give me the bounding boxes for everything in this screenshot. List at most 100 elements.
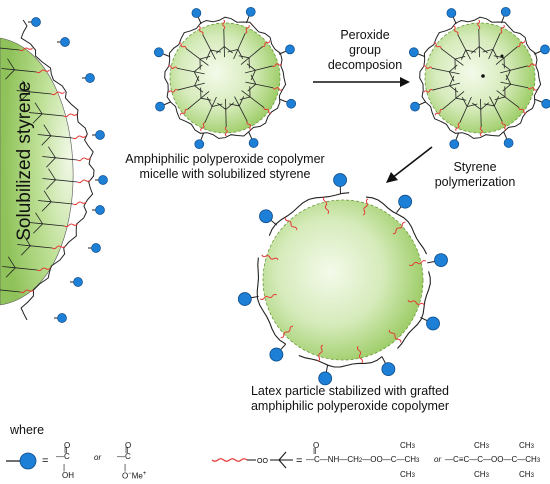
- legend-or-1: or: [94, 453, 102, 462]
- alkyne-c4: C: [511, 455, 518, 464]
- alkyne-ch3-c: CH: [474, 470, 486, 479]
- peroxide-link: [422, 65, 433, 69]
- amide-ch3-mid: CH: [404, 455, 417, 464]
- hydrophilic-head: [285, 44, 295, 55]
- peroxide-link: [36, 69, 50, 74]
- amide-sub2: 2: [358, 458, 363, 464]
- peroxide-link: [527, 87, 538, 91]
- grafted-chain: [365, 196, 428, 255]
- peroxide-link: [179, 108, 188, 116]
- hydrophilic-head: [248, 138, 259, 148]
- hydrophilic-head: [408, 47, 419, 58]
- decomposition-line-3: decomposion: [327, 58, 403, 72]
- hydrophilic-head: [500, 6, 511, 17]
- hydrophilic-head: [286, 98, 297, 109]
- peroxide-link: [284, 217, 298, 231]
- peroxide-link: [453, 25, 459, 35]
- peroxide-link: [272, 63, 282, 68]
- hydrophilic-head: [245, 6, 256, 17]
- alkyne-ch3-b: CH: [474, 441, 486, 450]
- hydrophilic-head: [381, 362, 396, 377]
- peroxide-link: [178, 42, 187, 49]
- polymerization-line-2: polymerization: [434, 175, 516, 189]
- peroxide-link: [222, 19, 226, 30]
- hydrophilic-head: [426, 316, 440, 331]
- peroxide-link: [263, 107, 272, 114]
- peroxide-link: [245, 24, 250, 34]
- radical-dot: [481, 74, 485, 78]
- peroxide-link: [20, 289, 34, 294]
- peroxide-link: [423, 88, 433, 93]
- hydrophilic-head: [446, 8, 457, 18]
- peroxide-link: [77, 179, 91, 184]
- svg-text:=: =: [296, 455, 302, 467]
- hydrophilic-head: [503, 138, 514, 148]
- polymerization-line-1: Styrene: [453, 160, 497, 174]
- peroxide-link: [77, 157, 91, 162]
- peroxide-link: [317, 344, 324, 362]
- decomposed-micelle-sphere: [408, 6, 550, 150]
- peroxide-link: [72, 135, 87, 140]
- peroxide-link: [19, 47, 33, 52]
- acid-oh: OH: [62, 471, 74, 480]
- peroxide-link: [64, 223, 78, 228]
- latex-core: [262, 199, 424, 361]
- hydrophilic-head: [434, 253, 448, 268]
- hydrophilic-head: [31, 17, 41, 27]
- amide-ch2: CH: [347, 455, 359, 464]
- hydrophilic-head: [73, 277, 83, 287]
- hydrophilic-head: [541, 98, 550, 109]
- peroxide-link: [433, 42, 442, 49]
- peroxide-link: [51, 91, 65, 96]
- radical-dot: [500, 54, 504, 58]
- peroxide-link: [518, 107, 527, 114]
- peroxide-link: [407, 299, 425, 306]
- polymerization-label: Styrene polymerization: [420, 160, 530, 190]
- amide-c2: C: [390, 455, 397, 464]
- hydrophilic-head: [57, 313, 67, 323]
- peroxide-link: [167, 65, 178, 69]
- peroxide-link: [262, 40, 271, 48]
- hydrophilic-head: [269, 347, 284, 362]
- hydrophilic-head: [318, 371, 333, 386]
- hydrophilic-head: [98, 175, 108, 185]
- ester-o: O: [125, 441, 132, 450]
- hydrophilic-head: [410, 101, 420, 112]
- peroxide-link: [52, 245, 66, 250]
- ester-c: C: [125, 452, 131, 461]
- hydrophilic-head: [95, 130, 105, 140]
- corona-chain: [164, 16, 287, 139]
- peroxide-link: [36, 267, 51, 272]
- amide-c: C: [314, 455, 320, 464]
- peroxide-link: [356, 346, 363, 364]
- alkyne-ch3-e: CH: [519, 470, 531, 479]
- alkyne-c3: C: [477, 455, 484, 464]
- where-label: where: [10, 423, 45, 437]
- ester-plus: +: [142, 471, 147, 477]
- hydrophilic-head: [333, 173, 347, 187]
- decomposition-line-1: Peroxide: [340, 28, 390, 42]
- svg-text:OO: OO: [257, 458, 268, 465]
- peroxide-link: [261, 254, 279, 261]
- peroxide-link: [259, 293, 277, 300]
- alkyne-ch3-d: CH: [519, 441, 531, 450]
- peroxide-link: [388, 329, 402, 343]
- peroxide-link: [168, 88, 178, 93]
- corona-chain: [419, 16, 542, 139]
- peroxide-link: [477, 19, 481, 30]
- hydrophilic-head: [91, 243, 101, 253]
- peroxide-link: [527, 63, 537, 68]
- amide-sub3: 3: [416, 458, 420, 464]
- peroxide-link: [280, 325, 294, 339]
- amide-ch3-bot: CH: [400, 470, 412, 479]
- alkyne-oo: OO: [491, 455, 504, 464]
- peroxide-link: [434, 108, 443, 116]
- peroxide-link: [63, 113, 78, 118]
- sphere-core: [424, 22, 536, 134]
- peroxide-link: [362, 198, 369, 216]
- peroxide-link: [501, 121, 507, 131]
- decomposition-label: Peroxide group decomposion: [325, 28, 405, 73]
- peroxide-link: [323, 196, 330, 214]
- peroxide-link: [272, 87, 283, 91]
